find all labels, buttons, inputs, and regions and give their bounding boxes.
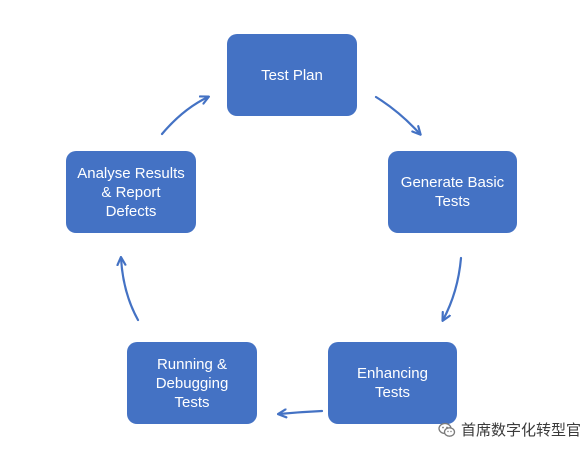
node-test-plan-label: Test Plan (261, 66, 323, 84)
node-enhancing-tests: Enhancing Tests (328, 342, 457, 424)
node-test-plan: Test Plan (227, 34, 357, 116)
arrow-analyse-to-test-plan (160, 97, 208, 136)
node-generate-basic-tests: Generate Basic Tests (388, 151, 517, 233)
node-running-debugging-tests: Running & Debugging Tests (127, 342, 257, 424)
node-analyse-results-label: Analyse Results & Report Defects (77, 164, 185, 220)
arrow-enhancing-to-running (279, 411, 324, 414)
wechat-icon (438, 421, 456, 439)
node-analyse-results: Analyse Results & Report Defects (66, 151, 196, 233)
node-generate-basic-tests-label: Generate Basic Tests (400, 174, 505, 210)
watermark-text: 首席数字化转型官 (461, 422, 582, 439)
node-enhancing-tests-label: Enhancing Tests (357, 365, 428, 401)
node-running-debugging-tests-label: Running & Debugging Tests (155, 355, 229, 411)
watermark: 首席数字化转型官 (438, 419, 581, 440)
arrow-generate-to-enhancing (443, 256, 463, 320)
arrow-running-to-analyse (121, 258, 140, 322)
arrow-test-plan-to-generate (374, 95, 420, 134)
